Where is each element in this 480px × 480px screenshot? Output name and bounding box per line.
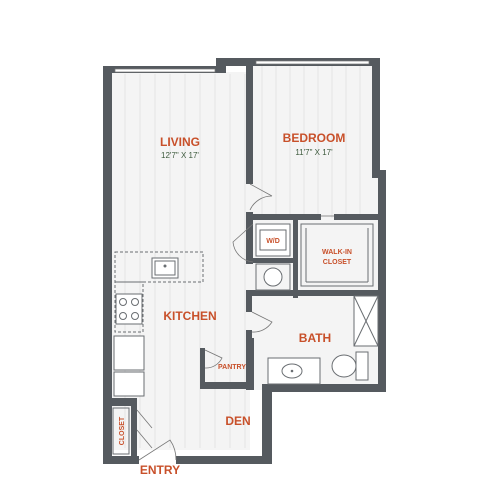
windows — [114, 60, 370, 73]
room-labels: LIVING 12'7" X 17' BEDROOM 11'7" X 17' W… — [119, 131, 352, 477]
closet-label: CLOSET — [119, 416, 126, 445]
closet-door — [136, 409, 153, 449]
walk-in-closet-label-2: CLOSET — [323, 259, 352, 266]
toilet-bowl — [331, 354, 357, 378]
doors — [136, 183, 334, 461]
bedroom-door — [249, 183, 273, 211]
entry-closet — [112, 407, 130, 455]
entry-door — [138, 439, 177, 461]
bath-door — [251, 311, 273, 333]
bedroom-window — [255, 60, 370, 65]
bath-label: BATH — [299, 331, 331, 345]
entry-label: ENTRY — [140, 463, 180, 477]
bedroom-dimensions: 11'7" X 17' — [295, 148, 333, 157]
living-label: LIVING — [160, 135, 200, 149]
washer-dryer-label: W/D — [266, 238, 280, 245]
pantry-door — [204, 349, 223, 369]
walk-in-closet-label-1: WALK-IN — [322, 249, 352, 256]
living-window — [114, 68, 216, 73]
stove — [115, 293, 143, 325]
bath-fixtures — [267, 295, 379, 385]
washer-dryer — [255, 223, 291, 257]
interior-walls — [131, 66, 380, 456]
pantry-label: PANTRY — [218, 364, 246, 371]
walk-in-closet-shelves — [300, 223, 374, 287]
kitchen-label: KITCHEN — [163, 309, 216, 323]
living-dimensions: 12'7" X 17' — [161, 151, 199, 160]
refrigerator — [113, 335, 145, 371]
den-label: DEN — [225, 414, 250, 428]
wd-closet-door — [232, 223, 254, 263]
kitchen-counters — [113, 251, 204, 397]
water-heater — [255, 263, 291, 291]
bedroom-label: BEDROOM — [283, 131, 346, 145]
toilet-tank — [355, 351, 369, 381]
